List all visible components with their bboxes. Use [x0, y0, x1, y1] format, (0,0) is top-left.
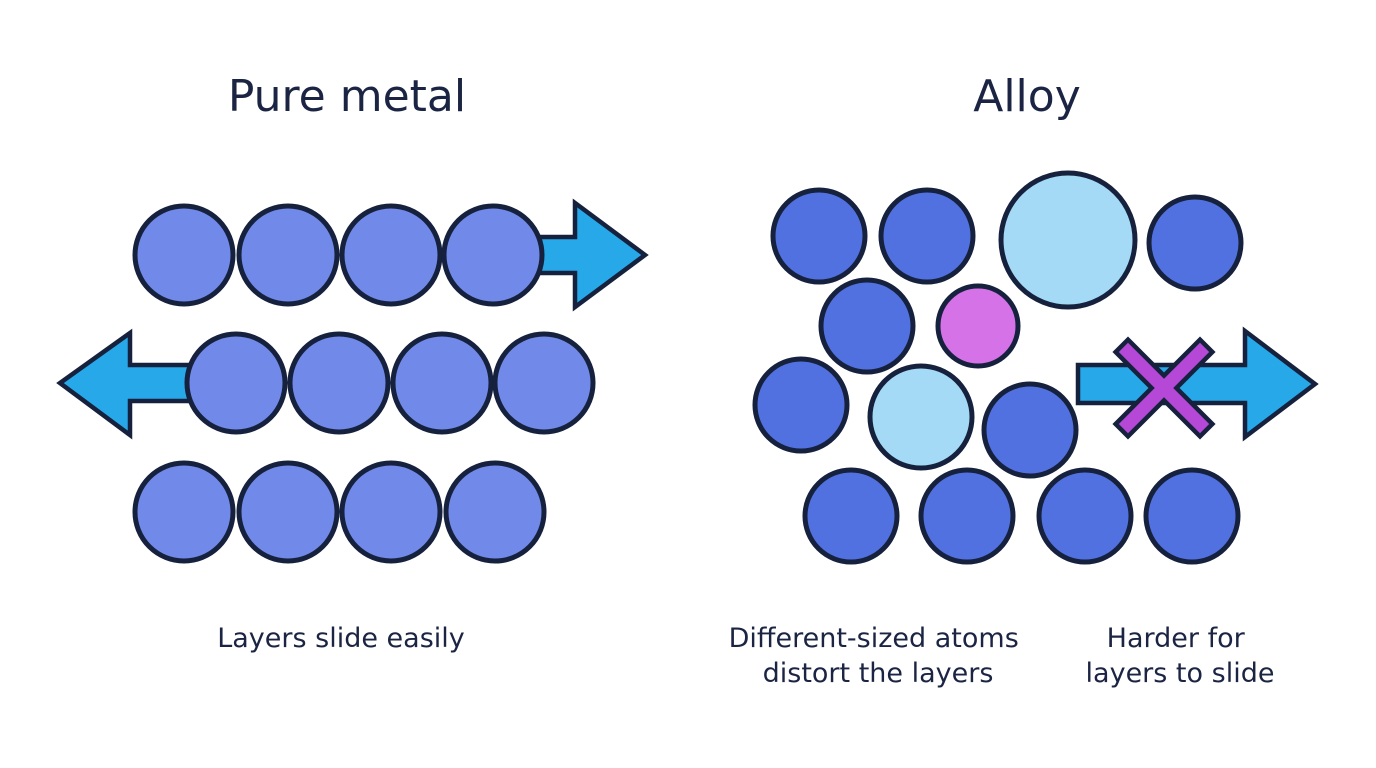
alloy-caption-left: Different-sized atoms distort the layers: [729, 623, 1028, 689]
small-atom: [935, 283, 1021, 369]
pure-metal-caption: Layers slide easily: [217, 623, 465, 654]
alloy-atom: [1143, 467, 1241, 565]
metal-atom: [236, 203, 340, 307]
alloy-atom: [818, 277, 916, 375]
metal-atom: [236, 460, 340, 564]
alloy-title: Alloy: [973, 71, 1081, 122]
metal-atom: [339, 203, 443, 307]
alloy-caption-left-line-1: Different-sized atoms: [729, 623, 1019, 654]
alloy-atom: [1036, 467, 1134, 565]
atom-row-3: [132, 460, 547, 564]
atom-row-2: [184, 331, 596, 435]
large-atom: [998, 170, 1138, 310]
metal-atom: [184, 331, 288, 435]
large-atom: [867, 363, 975, 471]
alloy-caption-left-line-2: distort the layers: [763, 658, 994, 689]
alloy-caption-right: Harder for layers to slide: [1086, 623, 1275, 689]
metal-atom: [492, 331, 596, 435]
alloy-panel: Alloy Different-sized atoms distort the …: [729, 71, 1319, 689]
metal-atom: [441, 203, 545, 307]
metal-atom: [132, 460, 236, 564]
alloy-atom: [878, 187, 976, 285]
alloy-atom: [918, 467, 1016, 565]
alloy-atom: [752, 356, 850, 454]
metal-atom: [443, 460, 547, 564]
atom-row-1: [132, 203, 545, 307]
metal-atom: [287, 331, 391, 435]
alloy-atom: [981, 381, 1079, 479]
alloy-atom: [1146, 194, 1244, 292]
alloy-caption-right-line-2: layers to slide: [1086, 658, 1275, 689]
arrow-right-icon: [1075, 326, 1319, 442]
metal-atom: [339, 460, 443, 564]
metal-atom: [390, 331, 494, 435]
alloy-atom: [802, 467, 900, 565]
pure-metal-panel: Pure metal Layers slide easily: [56, 71, 649, 654]
alloy-atom: [770, 187, 868, 285]
metal-atom: [132, 203, 236, 307]
alloy-caption-right-line-1: Harder for: [1107, 623, 1246, 654]
cross-icon: [1112, 336, 1216, 440]
pure-metal-title: Pure metal: [228, 71, 466, 122]
